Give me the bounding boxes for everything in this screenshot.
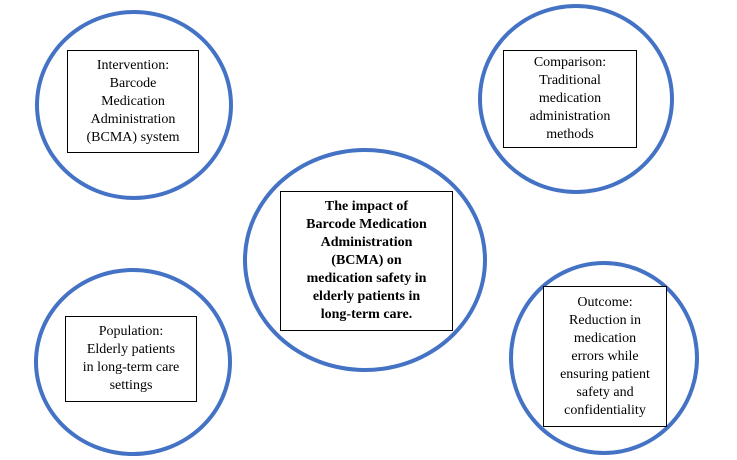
outcome-text: Outcome: Reduction in medication errors … <box>560 294 650 418</box>
intervention-box: Intervention: Barcode Medication Adminis… <box>67 50 199 153</box>
comparison-text: Comparison: Traditional medication admin… <box>529 55 611 142</box>
outcome-box: Outcome: Reduction in medication errors … <box>543 286 667 427</box>
intervention-text: Intervention: Barcode Medication Adminis… <box>86 57 180 145</box>
topic-box: The impact of Barcode Medication Adminis… <box>280 191 453 331</box>
comparison-box: Comparison: Traditional medication admin… <box>503 50 637 148</box>
topic-text: The impact of Barcode Medication Adminis… <box>306 199 427 322</box>
population-box: Population: Elderly patients in long-ter… <box>65 316 197 402</box>
population-text: Population: Elderly patients in long-ter… <box>82 324 180 393</box>
